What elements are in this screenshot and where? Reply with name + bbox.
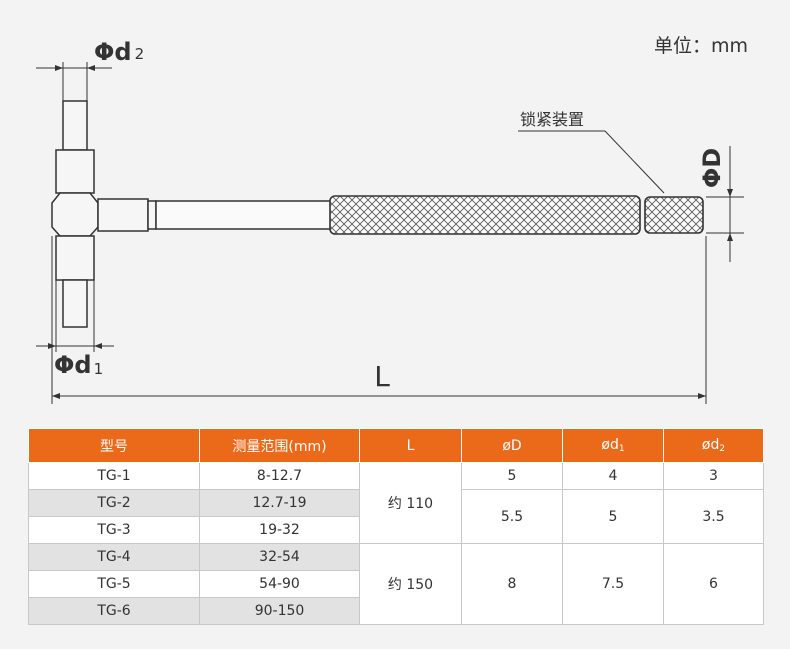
cell-d1: 5	[562, 489, 664, 544]
d2-arrow-left	[55, 65, 63, 71]
table-row: TG-4 32-54 约 150 8 7.5 6	[28, 543, 764, 625]
cell-D: 5	[461, 462, 563, 490]
D-label: ΦD	[698, 148, 726, 188]
D-arrow-bottom	[727, 233, 733, 241]
cell-range: 32-54	[199, 543, 360, 571]
header-L: L	[359, 428, 462, 463]
handle-upper-sleeve	[55, 149, 95, 194]
cell-model: TG-6	[28, 597, 200, 625]
shaft-neck	[97, 198, 149, 232]
cell-d1: 7.5	[562, 543, 664, 625]
cell-d2: 6	[663, 543, 764, 625]
handle-lower-sleeve	[55, 235, 95, 281]
header-d1: ød1	[562, 428, 664, 463]
cell-model: TG-2	[28, 489, 200, 517]
cell-d2: 3	[663, 462, 764, 490]
handle-upper-rod	[62, 100, 88, 151]
L-arrow-left	[52, 393, 60, 399]
L-label: L	[374, 360, 390, 393]
cell-range: 12.7-19	[199, 489, 360, 517]
d1-arrow-right	[94, 343, 102, 349]
table-row: TG-5 54-90	[28, 570, 764, 598]
header-range: 测量范围(mm)	[199, 428, 360, 463]
cell-L: 约 150	[359, 543, 462, 625]
lock-label: 锁紧装置	[520, 110, 584, 129]
table-row: TG-2 12.7-19 5.5 5 3.5	[28, 489, 764, 544]
knurled-grip	[329, 195, 641, 235]
table-row: TG-1 8-12.7 约 110 5 4 3	[28, 462, 764, 544]
cell-range: 54-90	[199, 570, 360, 598]
handle-hub	[51, 192, 99, 237]
cell-range: 8-12.7	[199, 462, 360, 490]
handle-lower-rod	[62, 279, 88, 328]
table-row: TG-6 90-150	[28, 597, 764, 625]
cell-model: TG-5	[28, 570, 200, 598]
cell-model: TG-3	[28, 516, 200, 544]
cell-L: 约 110	[359, 462, 462, 544]
cell-range: 90-150	[199, 597, 360, 625]
table-row: TG-3 19-32	[28, 516, 764, 544]
unit-label: 单位：mm	[654, 35, 748, 57]
cell-range: 19-32	[199, 516, 360, 544]
cell-model: TG-4	[28, 543, 200, 571]
locking-tip	[644, 196, 704, 234]
cell-D: 5.5	[461, 489, 563, 544]
table-header-row: 型号 测量范围(mm) L øD ød1 ød2	[28, 428, 764, 463]
L-arrow-right	[698, 393, 706, 399]
cell-model: TG-1	[28, 462, 200, 490]
shaft-thin	[155, 200, 333, 230]
cell-D: 8	[461, 543, 563, 625]
header-model: 型号	[28, 428, 200, 463]
shaft-collar	[147, 200, 157, 230]
cell-d1: 4	[562, 462, 664, 490]
header-D: øD	[461, 428, 563, 463]
cell-d2: 3.5	[663, 489, 764, 544]
header-d2: ød2	[663, 428, 764, 463]
lock-leader-diagonal	[604, 130, 665, 194]
d2-arrow-right	[87, 65, 95, 71]
D-arrow-top	[727, 189, 733, 197]
spec-table: 型号 测量范围(mm) L øD ød1 ød2 TG-1 8-12.7 约 1…	[28, 428, 764, 625]
